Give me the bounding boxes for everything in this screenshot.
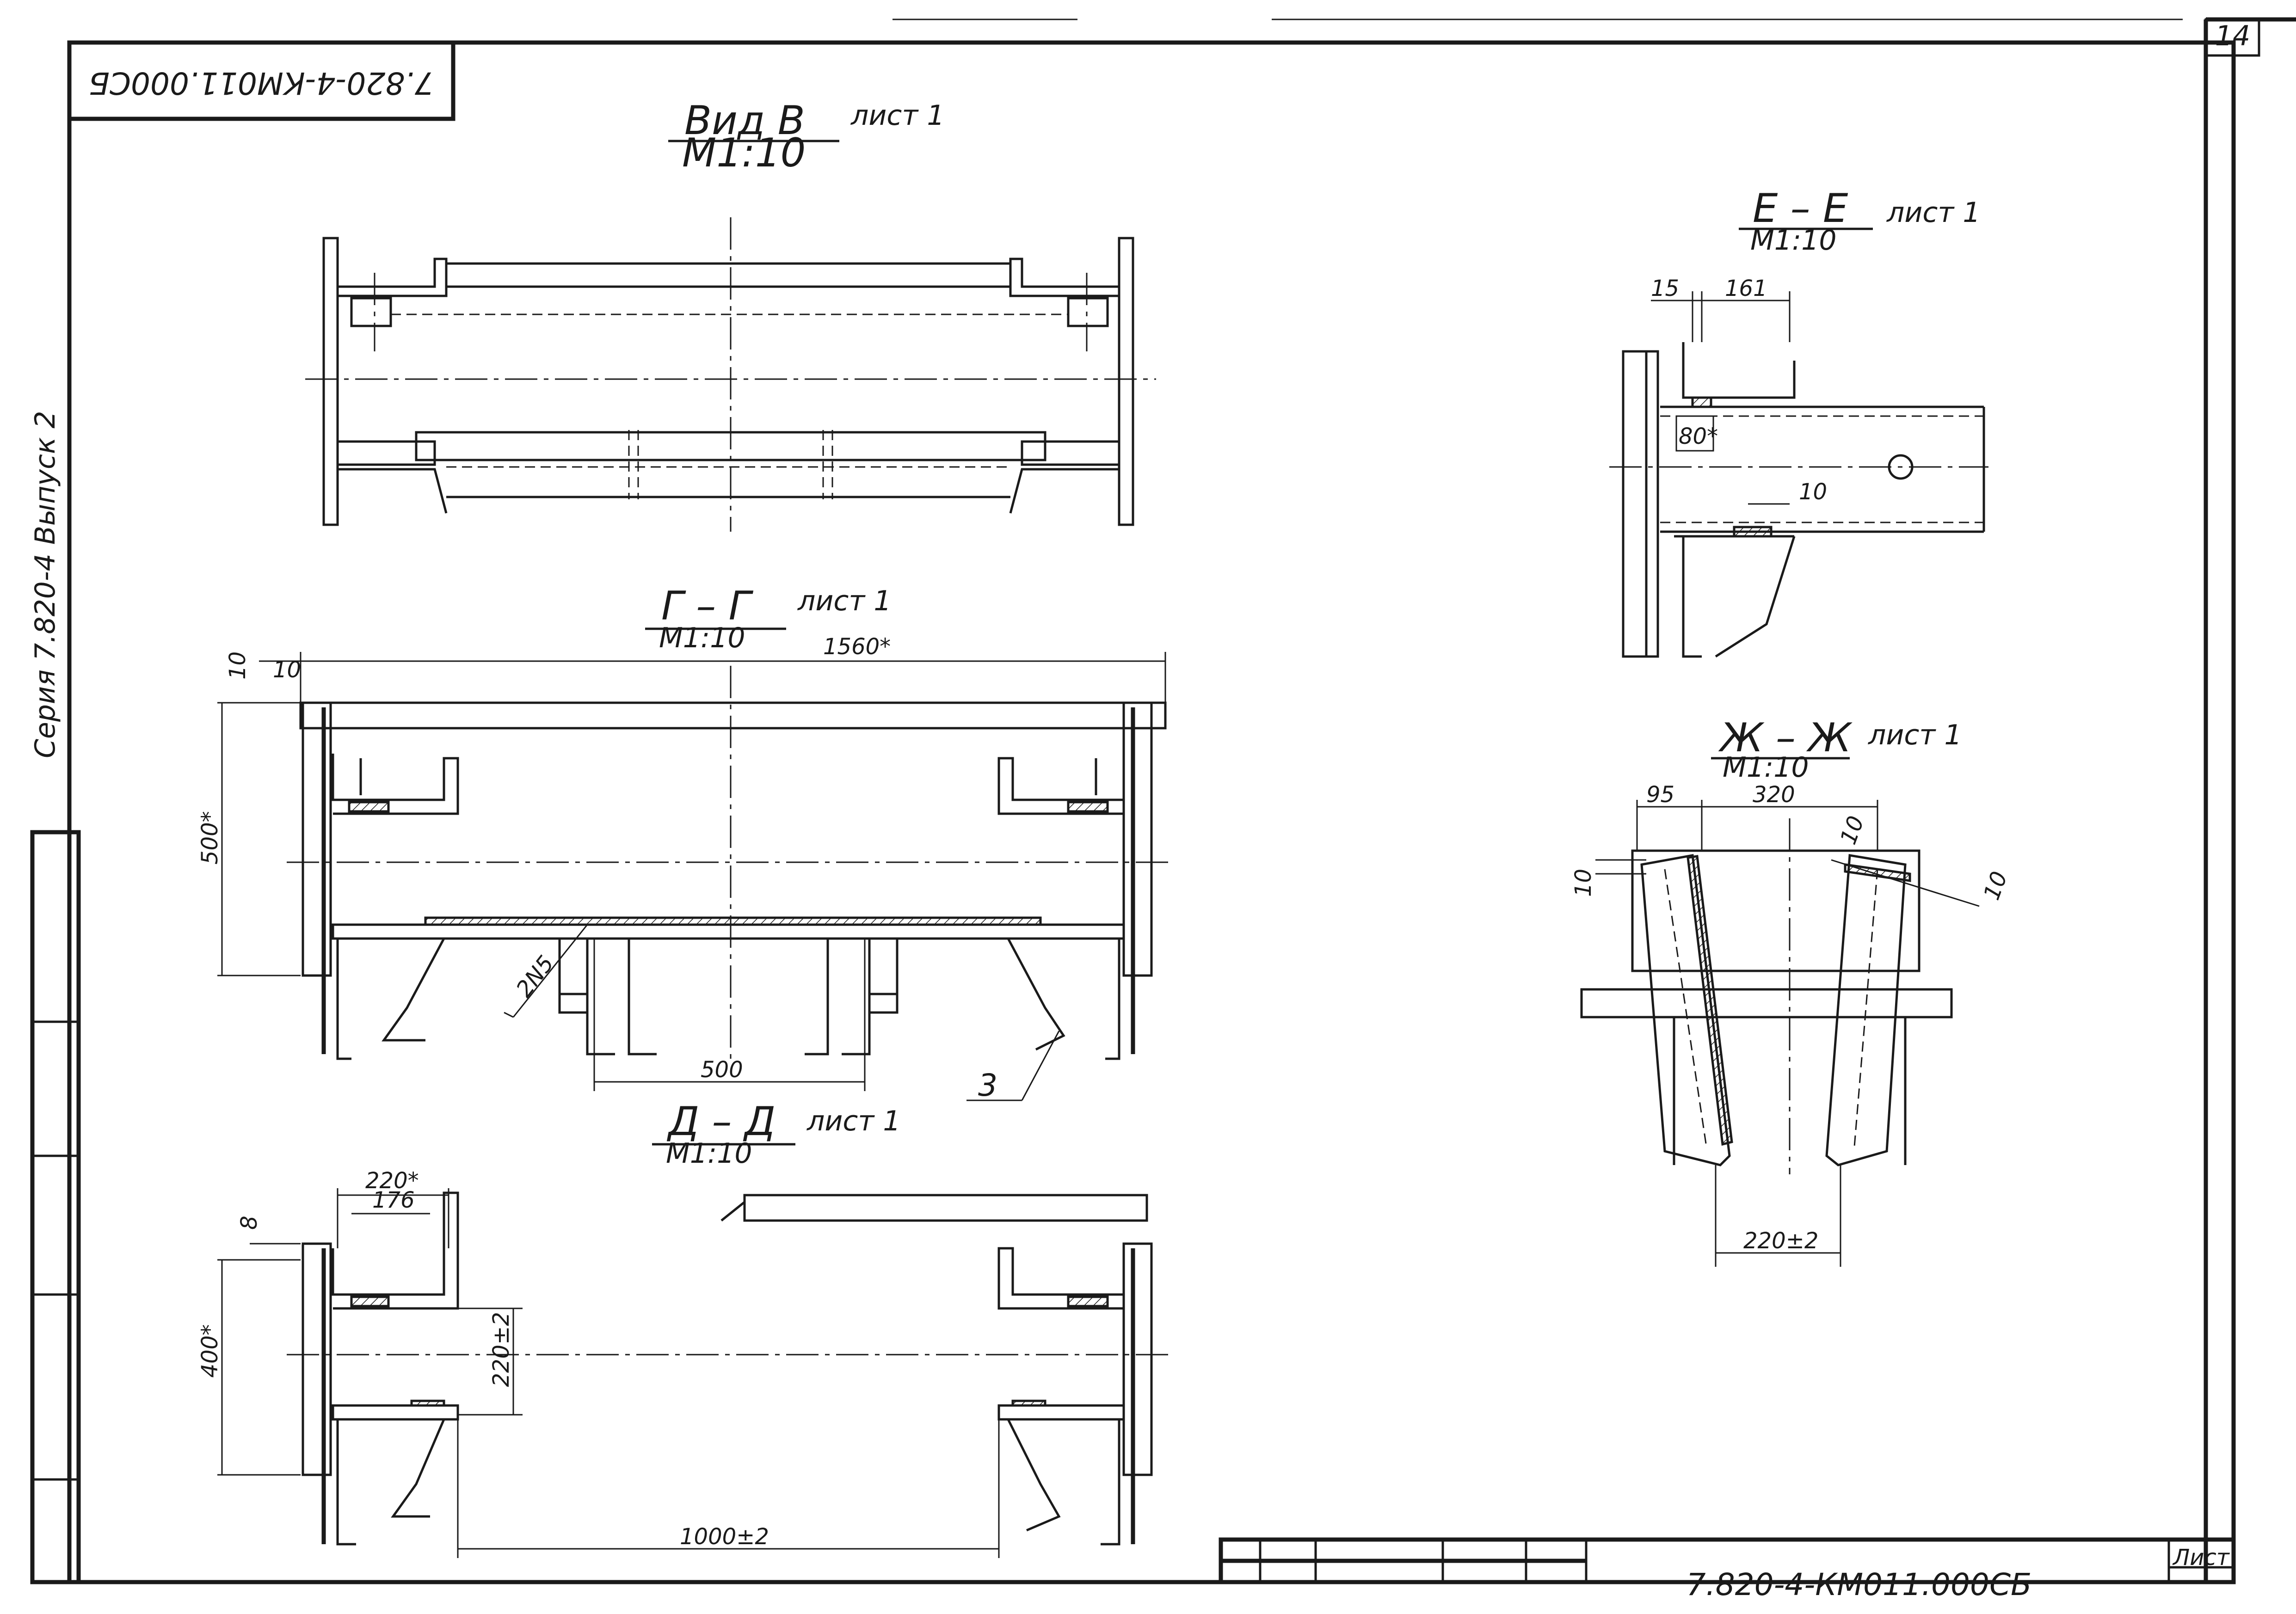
view-v-scale: М1:10 (682, 130, 806, 176)
section-e-sheet: лист 1 (1886, 196, 1981, 229)
zh-dim-10-mid: 10 (1835, 813, 1870, 848)
series-code: 7.820-4-КМ011.000СБ (89, 65, 434, 101)
view-v-sheet: лист 1 (850, 99, 945, 132)
section-d-title: Д – Д (666, 1099, 776, 1145)
d-dim-8: 8 (236, 1215, 262, 1230)
view-v-title: Вид В (684, 98, 805, 144)
g-dim-500-vert: 500* (197, 811, 223, 865)
g-dim-10-left: 10 (225, 651, 251, 680)
d-dim-1000: 1000±2 (680, 1524, 769, 1550)
section-d-sheet: лист 1 (806, 1105, 901, 1137)
e-dim-10: 10 (1799, 479, 1827, 505)
zh-dim-95: 95 (1646, 782, 1674, 808)
section-g-scale: М1:10 (659, 622, 745, 654)
zh-dim-10-left: 10 (1570, 869, 1596, 897)
zh-dim-220: 220±2 (1743, 1228, 1818, 1254)
margin-text: Серия 7.820-4 Выпуск 2 (29, 411, 62, 758)
g-weld-mark: 2N5 (511, 951, 559, 1002)
e-dim-80: 80* (1679, 423, 1718, 449)
section-d-scale: М1:10 (666, 1137, 752, 1170)
sheet-frame (30, 17, 2296, 1584)
section-zh-sheet: лист 1 (1868, 719, 1962, 751)
section-d-d: Д – Д М1:10 лист 1 220* 176 8 400* 220±2 (197, 1099, 1175, 1558)
section-g-title: Г – Г (661, 583, 754, 629)
svg-text:Серия 7.820-4 Выпуск 2: Серия 7.820-4 Выпуск 2 (29, 411, 62, 758)
g-dim-500-horiz: 500 (701, 1057, 743, 1083)
zh-dim-10-right: 10 (1979, 868, 2013, 904)
e-dim-15: 15 (1651, 276, 1679, 301)
section-g-sheet: лист 1 (797, 585, 892, 617)
sheet-number: 14 (2215, 20, 2250, 52)
section-zh-title: Ж – Ж (1718, 715, 1853, 761)
zh-dim-320: 320 (1753, 782, 1795, 808)
d-dim-220: 220* (365, 1168, 419, 1194)
g-position-3: 3 (978, 1068, 997, 1103)
g-dim-1560: 1560* (823, 634, 891, 660)
section-e-title: Е – Е (1753, 185, 1848, 232)
bottom-title-block: 7.820-4-КМ011.000СБ Лист (1219, 1537, 2236, 1602)
sheet-label: Лист (2172, 1545, 2230, 1571)
section-g-g: Г – Г М1:10 лист 1 1560* 10 10 500* (197, 583, 1175, 1103)
drawing-code: 7.820-4-КМ011.000СБ (1687, 1567, 2032, 1602)
g-dim-10-top: 10 (273, 657, 301, 683)
series-stamp: 7.820-4-КМ011.000СБ (67, 40, 456, 121)
section-zh-zh: Ж – Ж М1:10 лист 1 95 320 10 10 10 220±2 (1570, 715, 2013, 1267)
section-e-e: Е – Е М1:10 лист 1 15 161 80* 10 (1609, 185, 1988, 658)
view-v: Вид В М1:10 лист 1 (305, 98, 1156, 532)
section-e-scale: М1:10 (1750, 224, 1837, 257)
d-dim-176: 176 (372, 1187, 415, 1213)
d-dim-400: 400* (197, 1324, 223, 1378)
d-dim-220-vert: 220±2 (488, 1312, 514, 1387)
e-dim-161: 161 (1725, 276, 1767, 301)
section-zh-scale: М1:10 (1723, 751, 1809, 784)
